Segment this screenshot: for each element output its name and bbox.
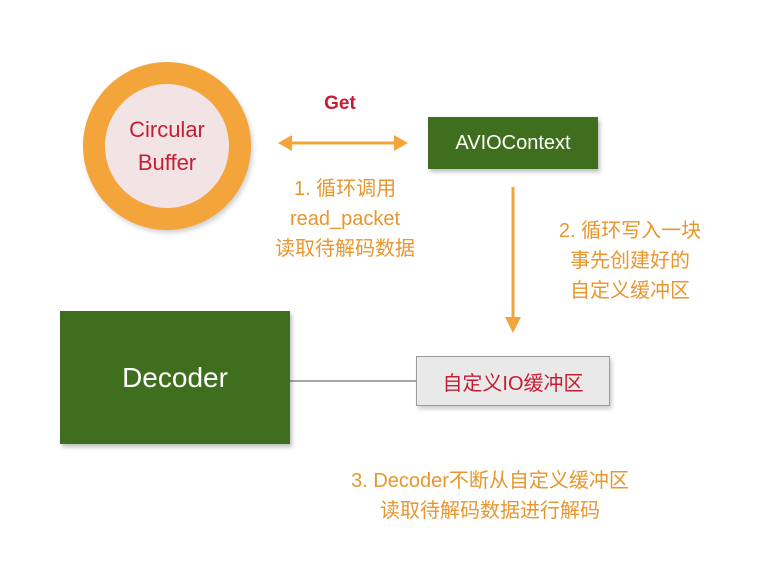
- get-arrow-head-left: [278, 135, 292, 151]
- circular-buffer-line1: Circular: [129, 117, 205, 142]
- step1-line3: 读取待解码数据: [275, 238, 415, 260]
- step2-line3: 自定义缓冲区: [570, 280, 690, 302]
- decoder-box: Decoder: [60, 311, 290, 444]
- step1-line2: read_packet: [289, 208, 401, 230]
- circular-buffer-line2: Buffer: [137, 150, 197, 175]
- get-arrow-head-right: [394, 135, 408, 151]
- get-label: Get: [324, 93, 356, 114]
- step2-note: 2. 循环写入一块 事先创建好的 自定义缓冲区: [520, 216, 740, 306]
- custom-io-buffer-box: 自定义IO缓冲区: [416, 356, 610, 406]
- step3-line2: 读取待解码数据进行解码: [380, 500, 600, 522]
- step3-line1: 3. Decoder不断从自定义缓冲区: [351, 470, 629, 492]
- avio-context-box: AVIOContext: [428, 117, 598, 169]
- circular-buffer-label: Circular Buffer: [105, 84, 229, 208]
- step1-line1: 1. 循环调用: [293, 178, 397, 200]
- step1-note: 1. 循环调用 read_packet 读取待解码数据: [240, 174, 450, 264]
- circular-buffer-ring: Circular Buffer: [83, 62, 251, 230]
- step2-line2: 事先创建好的: [570, 250, 690, 272]
- write-arrow-head: [505, 317, 521, 333]
- step3-note: 3. Decoder不断从自定义缓冲区 读取待解码数据进行解码: [280, 466, 700, 526]
- step2-line1: 2. 循环写入一块: [558, 220, 702, 242]
